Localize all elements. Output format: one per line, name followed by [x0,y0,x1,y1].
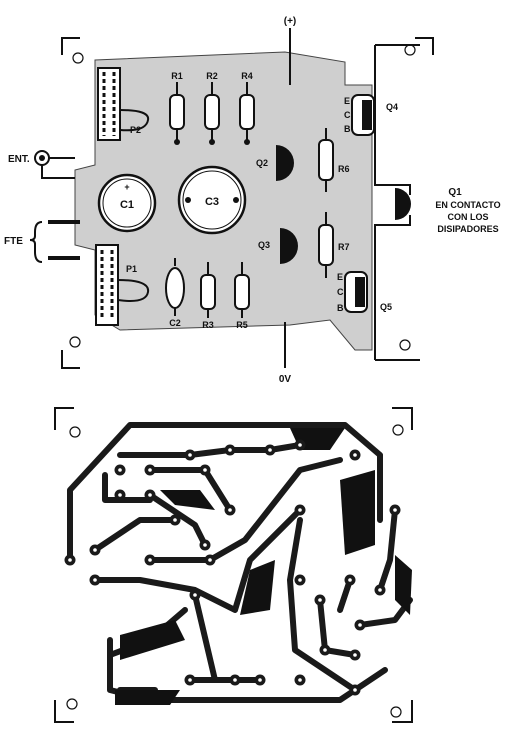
transistor-q5: E C B Q5 [337,271,392,313]
q4-pin-e: E [344,96,350,106]
pad-hole [118,468,122,472]
resistor-r6: R6 [318,128,350,192]
pad-hole [393,508,397,512]
pad-hole [298,443,302,447]
q1-note: Q1 EN CONTACTO CON LOS DISIPADORES [435,187,500,234]
pad-hole [228,508,232,512]
r1-label: R1 [171,71,183,81]
potentiometer-p2: P2 [97,67,150,141]
copper-fill-7 [115,690,180,705]
q5-pin-e: E [337,272,343,282]
q1-note-line3: DISIPADORES [437,224,498,234]
pad-hole [93,548,97,552]
capacitor-c1: + C1 [97,173,157,233]
supply-positive-label: (+) [284,16,297,27]
q1-note-line1: EN CONTACTO [435,200,500,210]
pad-hole [258,678,262,682]
pad-hole [358,623,362,627]
corner-marks-top [61,37,434,369]
q4-pin-c: C [344,110,351,120]
resistor-r4: R4 [239,71,255,145]
pads [64,439,401,696]
pad-hole [298,678,302,682]
pad-hole [188,453,192,457]
copper-fill-3 [160,490,215,510]
r7-label: R7 [338,242,350,252]
c1-label: C1 [120,199,134,211]
pad-hole [193,593,197,597]
pad-hole [148,558,152,562]
pad-hole [353,653,357,657]
capacitor-c2: C2 [165,258,185,328]
transistor-q1 [395,188,411,220]
q5-label: Q5 [380,302,392,312]
c1-plus-mark: + [124,182,129,192]
pad-hole [188,678,192,682]
pad-hole [173,518,177,522]
input-label: ENT. [8,154,30,165]
r4-label: R4 [241,71,253,81]
pad-hole [203,543,207,547]
copper-fill-5 [120,620,185,660]
pad-hole [318,598,322,602]
pad-hole [298,578,302,582]
q5-pin-c: C [337,287,344,297]
input-jack: ENT. [8,150,75,179]
pad-hole [378,588,382,592]
pad-hole [348,578,352,582]
pad-hole [228,448,232,452]
copper-fill-6 [395,555,412,615]
resistor-r5: R5 [234,262,250,330]
transistor-q2: Q2 [256,145,294,181]
p2-label: P2 [130,125,141,135]
q1-note-ref: Q1 [448,187,462,198]
source-leads: FTE [4,220,80,263]
copper-layout [54,407,413,723]
pad-hole [118,493,122,497]
q4-label: Q4 [386,102,398,112]
r6-label: R6 [338,164,350,174]
source-label: FTE [4,236,23,247]
pad-hole [353,688,357,692]
pad-hole [323,648,327,652]
p1-label: P1 [126,264,137,274]
pad-hole [148,493,152,497]
r5-label: R5 [236,320,248,330]
transistor-q4: E C B Q4 [344,94,398,136]
pad-hole [298,508,302,512]
resistor-r7: R7 [318,212,350,278]
pad-hole [353,453,357,457]
pad-hole [203,468,207,472]
pad-hole [148,468,152,472]
c2-label: C2 [169,318,181,328]
transistor-q3: Q3 [258,228,298,264]
copper-fill-4 [240,560,275,615]
resistor-r1: R1 [169,71,185,145]
q3-label: Q3 [258,240,270,250]
resistor-r3: R3 [200,262,216,330]
pad-hole [93,578,97,582]
pad-hole [233,678,237,682]
pad-hole [268,448,272,452]
q2-label: Q2 [256,158,268,168]
pad-hole [68,558,72,562]
r2-label: R2 [206,71,218,81]
c3-label: C3 [205,196,219,208]
resistor-r2: R2 [204,71,220,145]
supply-zero-label: 0V [279,374,292,385]
q5-pin-b: B [337,303,344,313]
corner-marks-bottom [54,407,413,723]
q4-pin-b: B [344,124,351,134]
q1-note-line2: CON LOS [447,212,488,222]
capacitor-c3: C3 [177,165,247,235]
potentiometer-p1: P1 [95,244,150,326]
r3-label: R3 [202,320,214,330]
copper-fill-2 [340,470,375,555]
component-layout: (+) 0V ENT. FTE P2 [4,16,501,385]
pad-hole [208,558,212,562]
